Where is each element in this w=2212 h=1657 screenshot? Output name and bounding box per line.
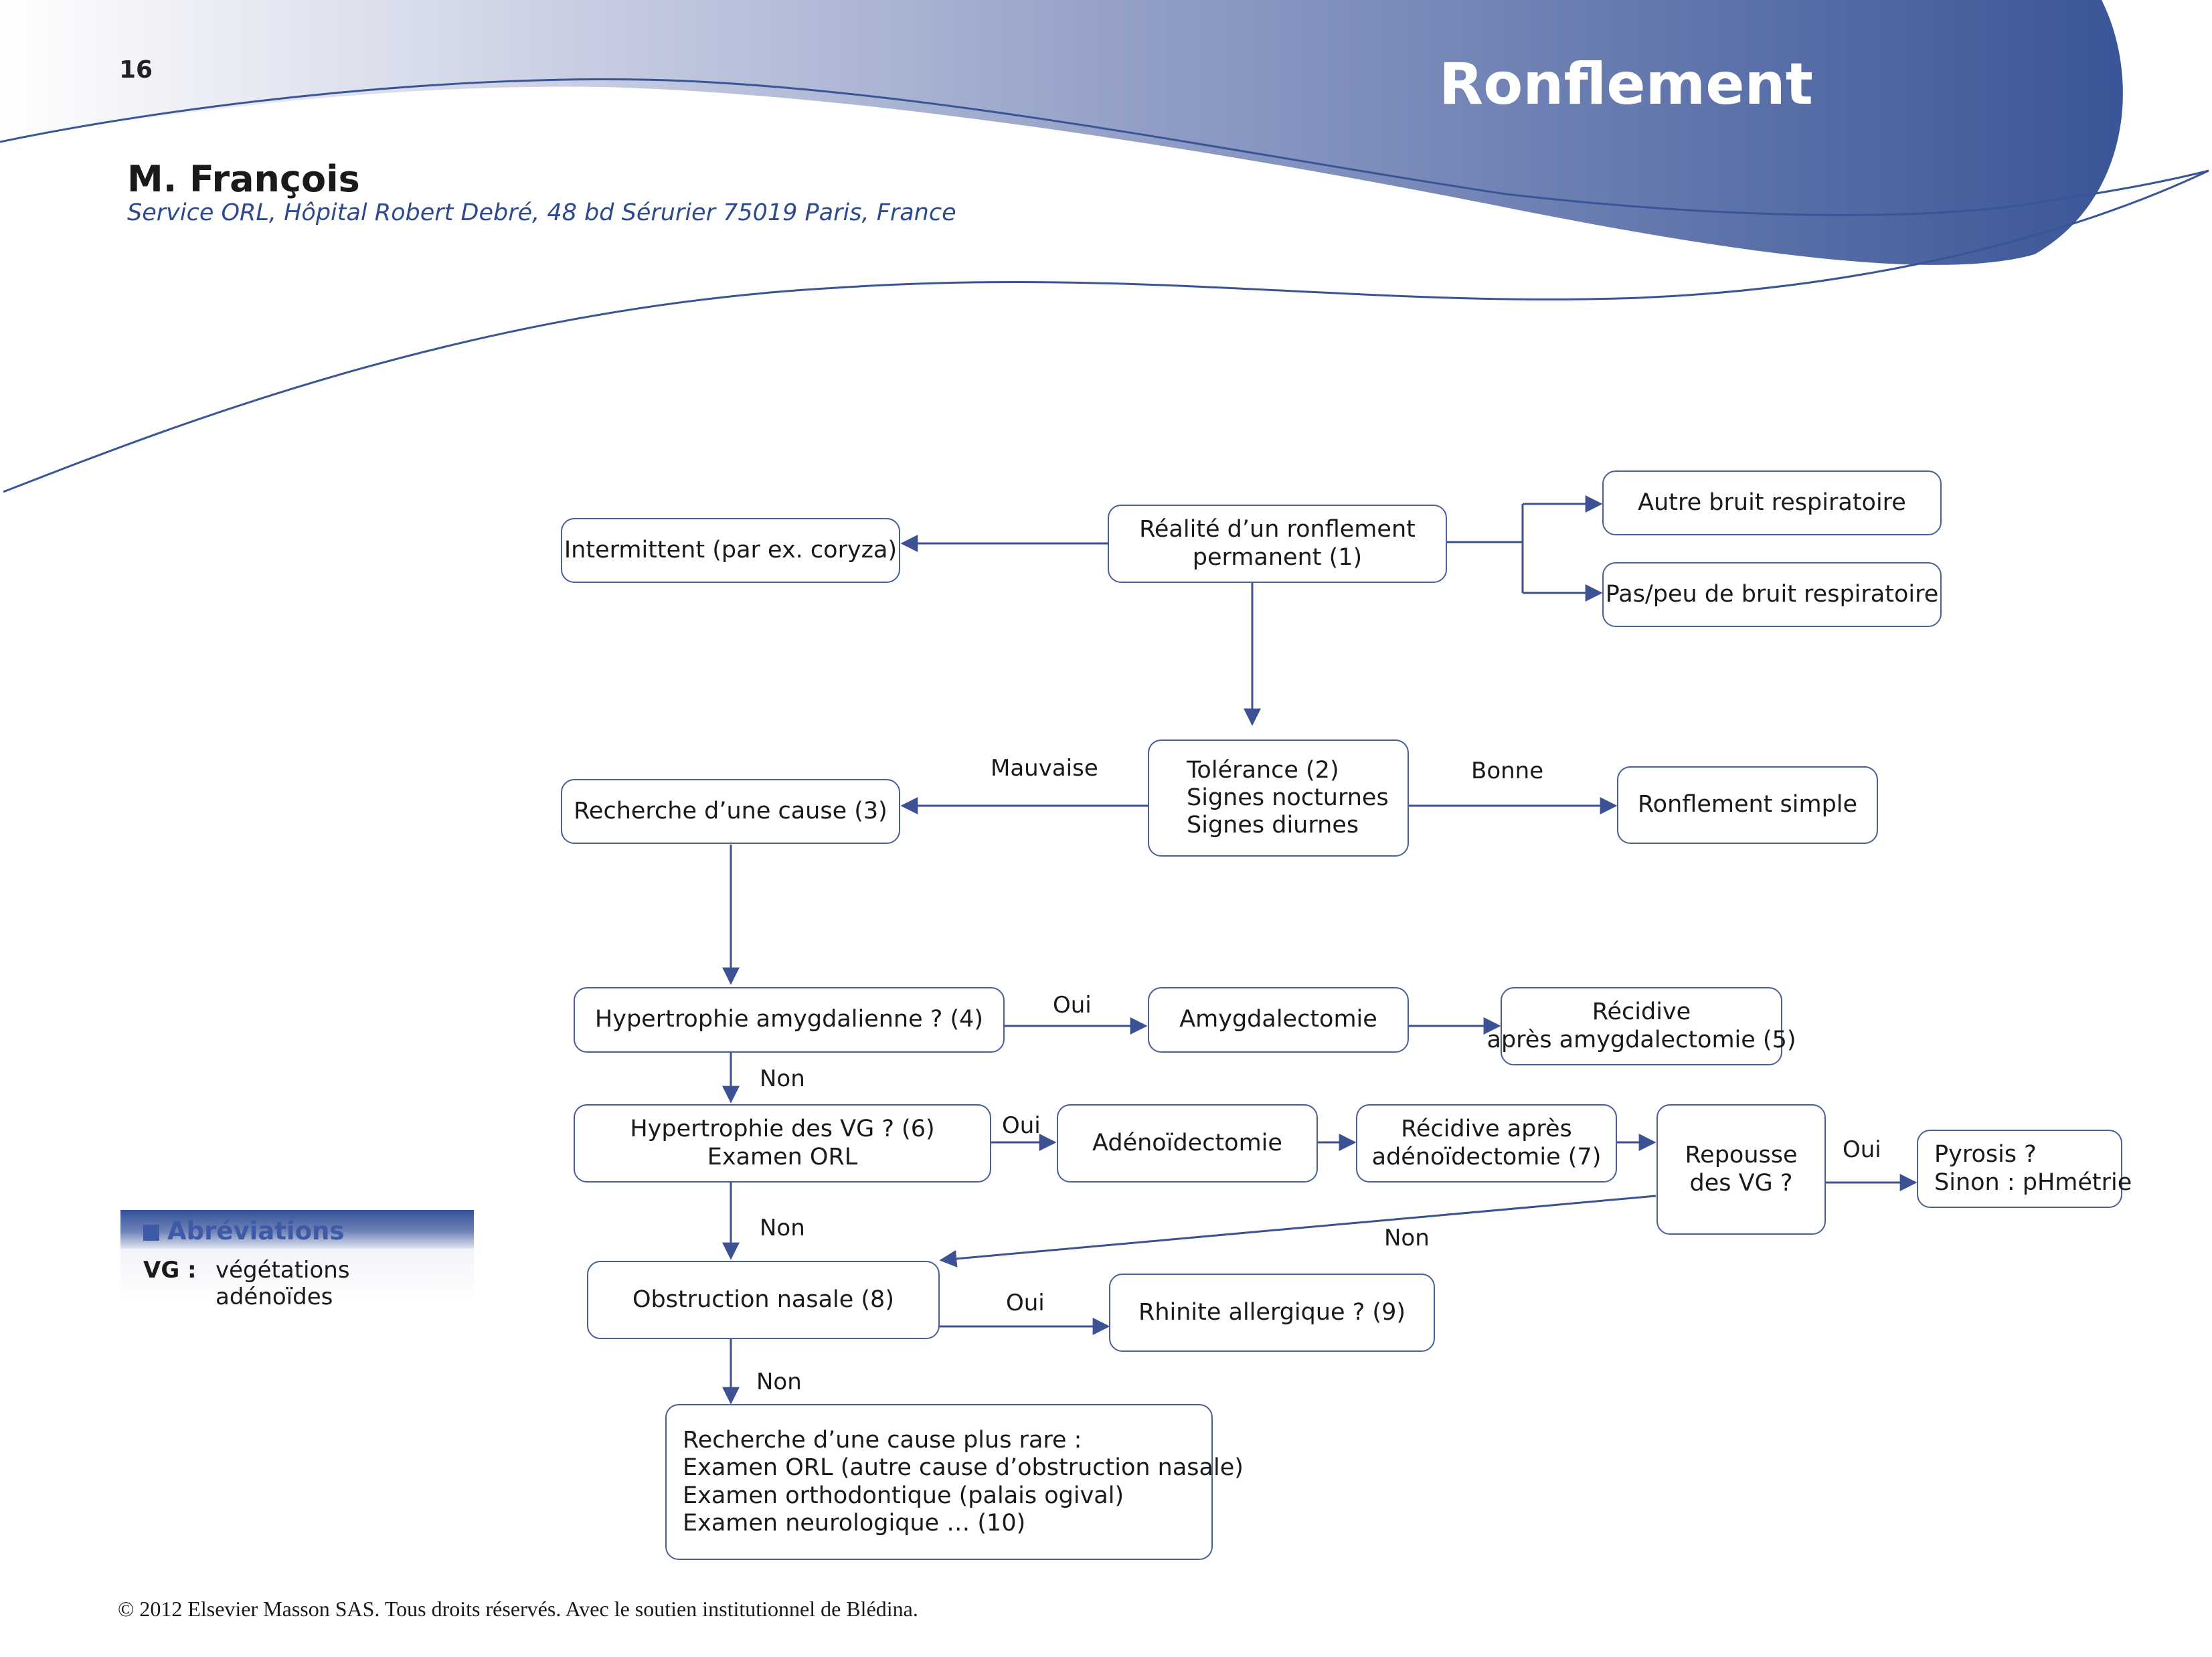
author-name: M. François [127,158,360,200]
node-rhinite-label: Rhinite allergique ? (9) [1138,1298,1406,1326]
abbreviations-header [120,1210,474,1249]
node-tolerance: Tolérance (2) Signes nocturnes Signes di… [1148,739,1409,857]
node-hypertrophie-vg-line2: Examen ORL [707,1143,858,1170]
copyright-footer: © 2012 Elsevier Masson SAS. Tous droits … [118,1597,918,1621]
node-tolerance-line2: Signes nocturnes [1187,784,1389,811]
node-adenoidectomie: Adénoïdectomie [1057,1104,1318,1183]
abbreviations-body [120,1249,474,1302]
edge-label-oui-amygdalienne: Oui [1053,992,1092,1019]
node-intermittent-label: Intermittent (par ex. coryza) [564,536,898,563]
node-repousse-vg-line2: des VG ? [1689,1169,1793,1197]
node-cause-rare-line2: Examen ORL (autre cause d’obstruction na… [683,1454,1244,1482]
node-realite-line2: permanent (1) [1192,543,1363,571]
node-rhinite: Rhinite allergique ? (9) [1109,1274,1435,1352]
edge-label-non-vg: Non [760,1215,805,1241]
abbreviations-title-text: Abréviations [167,1217,345,1245]
node-amygdalectomie: Amygdalectomie [1148,987,1409,1053]
node-realite-line1: Réalité d’un ronflement [1139,516,1416,543]
edge-label-mauvaise: Mauvaise [991,755,1098,782]
node-cause-rare-line1: Recherche d’une cause plus rare : [683,1426,1082,1454]
abbreviations-title: Abréviations [143,1217,344,1245]
edge-label-non-amygdalienne: Non [760,1065,805,1092]
page-number: 16 [119,56,153,84]
arrow-repousse-obstruction [939,1195,1656,1268]
node-cause-rare-line3: Examen orthodontique (palais ogival) [683,1482,1124,1509]
node-recidive-adenoidectomie: Récidive après adénoïdectomie (7) [1356,1104,1617,1183]
node-pyrosis-line1: Pyrosis ? [1934,1141,2037,1168]
node-tolerance-line3: Signes diurnes [1187,812,1359,839]
node-repousse-vg-line1: Repousse [1685,1142,1798,1169]
node-hypertrophie-vg-line1: Hypertrophie des VG ? (6) [630,1116,935,1143]
node-repousse-vg: Repousse des VG ? [1656,1104,1826,1235]
node-intermittent: Intermittent (par ex. coryza) [561,518,900,583]
page-title: Ronflement [1439,51,1813,118]
node-autre-bruit-label: Autre bruit respiratoire [1638,489,1906,516]
node-tolerance-line1: Tolérance (2) [1187,756,1339,784]
node-pas-peu-bruit: Pas/peu de bruit respiratoire [1602,562,1942,627]
edge-label-non-obstruction: Non [756,1369,802,1395]
header-wave-graphic [0,0,2209,493]
abbreviation-definition: végétations adénoïdes [216,1257,350,1310]
node-recidive-amygdalectomie-line1: Récidive [1592,998,1691,1026]
node-hypertrophie-vg: Hypertrophie des VG ? (6) Examen ORL [574,1104,991,1183]
node-pyrosis-line2: Sinon : pHmétrie [1934,1168,2132,1196]
edge-label-bonne: Bonne [1471,758,1544,784]
edge-label-oui-obstruction: Oui [1006,1290,1045,1316]
node-pyrosis: Pyrosis ? Sinon : pHmétrie [1917,1130,2132,1208]
node-cause-rare-line4: Examen neurologique … (10) [683,1509,1026,1537]
node-realite: Réalité d’un ronflement permanent (1) [1108,505,1447,583]
node-ronflement-simple: Ronflement simple [1617,766,1878,844]
node-hypertrophie-amygdalienne-label: Hypertrophie amygdalienne ? (4) [594,1006,984,1033]
abbreviation-term: VG : [143,1257,197,1284]
edge-label-non-repousse: Non [1384,1225,1430,1251]
node-cause-rare: Recherche d’une cause plus rare : Examen… [665,1404,1244,1560]
abbreviations-panel: Abréviations VG : végétations adénoïdes [120,1210,474,1310]
edge-label-oui-vg: Oui [1002,1112,1041,1139]
node-recherche-cause-label: Recherche d’une cause (3) [574,797,887,824]
node-autre-bruit: Autre bruit respiratoire [1602,470,1942,535]
node-pas-peu-bruit-label: Pas/peu de bruit respiratoire [1605,580,1939,608]
author-affiliation: Service ORL, Hôpital Robert Debré, 48 bd… [127,199,956,226]
square-bullet-icon [143,1225,159,1241]
node-obstruction-nasale-label: Obstruction nasale (8) [632,1286,894,1313]
node-hypertrophie-amygdalienne: Hypertrophie amygdalienne ? (4) [574,987,1005,1053]
node-recherche-cause: Recherche d’une cause (3) [561,779,900,844]
node-adenoidectomie-label: Adénoïdectomie [1092,1129,1282,1156]
node-ronflement-simple-label: Ronflement simple [1637,791,1858,818]
node-recidive-amygdalectomie: Récidive après amygdalectomie (5) [1487,987,1796,1065]
node-recidive-adenoidectomie-line2: adénoïdectomie (7) [1371,1143,1602,1170]
node-obstruction-nasale: Obstruction nasale (8) [587,1261,940,1339]
node-recidive-amygdalectomie-line2: après amygdalectomie (5) [1486,1026,1796,1053]
node-recidive-adenoidectomie-line1: Récidive après [1401,1116,1572,1143]
edge-label-oui-repousse: Oui [1843,1136,1881,1163]
node-amygdalectomie-label: Amygdalectomie [1179,1006,1377,1033]
